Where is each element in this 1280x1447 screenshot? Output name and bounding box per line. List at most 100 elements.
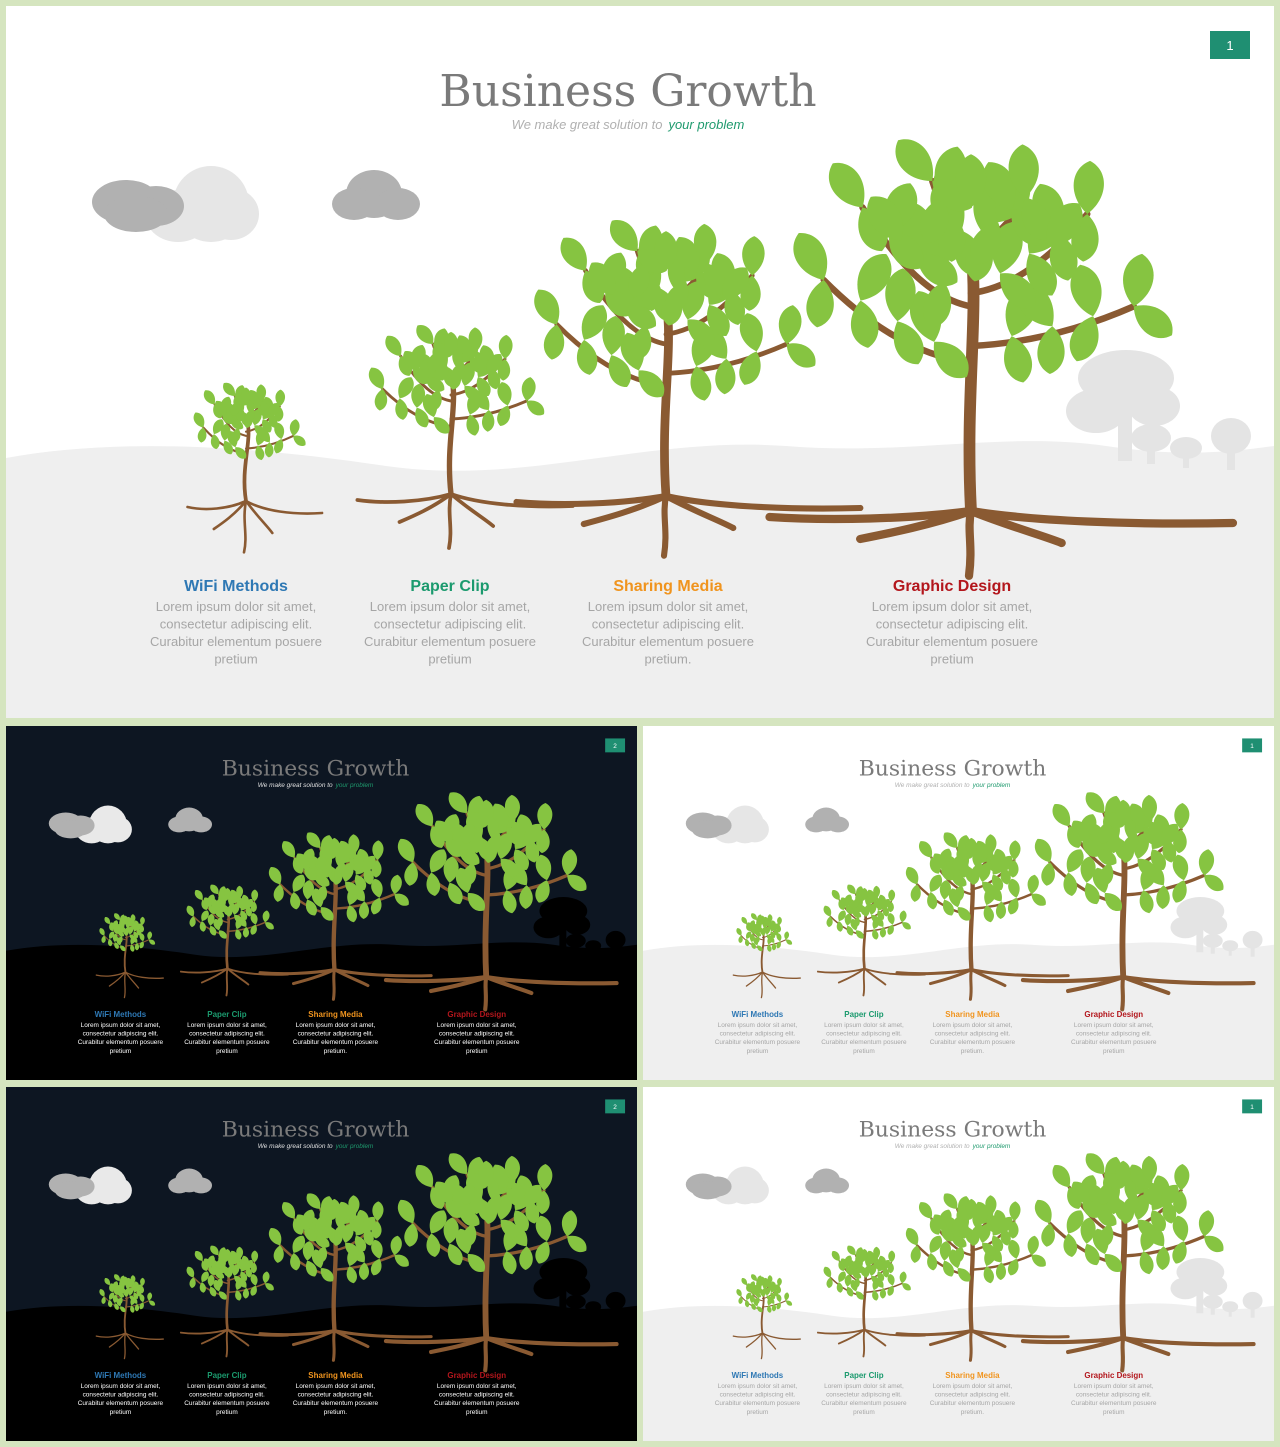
leaf-icon xyxy=(852,897,860,909)
leaf-icon xyxy=(372,1201,384,1221)
item-description-line: Curabitur elementum posuere xyxy=(930,1039,1016,1046)
slide-thumb-light-2[interactable]: 1 Business Growth We make great solution… xyxy=(643,1087,1274,1441)
leaf-icon xyxy=(1156,1246,1170,1270)
leaf-icon xyxy=(1198,1210,1215,1237)
leaf-icon xyxy=(957,907,971,921)
slide-title: Business Growth xyxy=(222,757,410,782)
tree-icon-1 xyxy=(186,382,324,554)
leaf-icon xyxy=(306,832,321,848)
leaf-icon xyxy=(739,351,761,385)
leaf-icon xyxy=(99,1289,105,1297)
leaf-icon xyxy=(362,855,376,873)
item-description-line: consectetur adipiscing elit. xyxy=(439,1031,515,1038)
leaf-icon xyxy=(867,889,875,901)
leaf-icon xyxy=(749,1294,755,1304)
leaf-icon xyxy=(281,1202,296,1219)
leaf-icon xyxy=(130,1275,136,1284)
tree-icon-3 xyxy=(895,1193,1070,1362)
leaf-icon xyxy=(114,913,120,920)
leaf-icon xyxy=(104,917,111,925)
leaf-icon xyxy=(1021,197,1052,241)
leaf-icon xyxy=(608,355,631,388)
leaf-icon xyxy=(224,1249,231,1262)
leaf-icon xyxy=(459,1210,480,1227)
leaf-icon xyxy=(136,1284,143,1292)
leaf-icon xyxy=(777,916,782,926)
leaf-icon xyxy=(497,382,512,406)
leaf-icon xyxy=(370,1258,382,1276)
item-label-1: WiFi Methods xyxy=(732,1371,784,1380)
leaf-icon xyxy=(462,1224,477,1248)
leaf-icon xyxy=(864,1264,872,1274)
item-description-line: Lorem ipsum dolor sit amet, xyxy=(933,1383,1013,1390)
leaf-icon xyxy=(497,405,511,426)
item-description-line: Curabitur elementum posuere xyxy=(866,634,1038,649)
leaf-icon xyxy=(952,853,964,871)
item-description-line: Curabitur elementum posuere xyxy=(364,634,536,649)
leaf-icon xyxy=(235,1290,242,1301)
leaf-icon xyxy=(861,1249,868,1262)
leaf-icon xyxy=(654,231,678,271)
leaf-icon xyxy=(390,874,402,895)
leaf-icon xyxy=(346,1266,357,1284)
leaf-icon xyxy=(1026,253,1057,296)
leaf-icon xyxy=(1008,144,1039,198)
leaf-icon xyxy=(273,884,284,902)
cloud-icon xyxy=(168,807,213,833)
leaf-icon xyxy=(867,196,903,241)
item-description-line: Lorem ipsum dolor sit amet, xyxy=(296,1383,376,1390)
leaf-icon xyxy=(1174,803,1190,830)
slide-thumb-dark-1[interactable]: 2 Business Growth We make great solution… xyxy=(6,726,637,1080)
leaf-icon xyxy=(852,1258,860,1270)
leaf-icon xyxy=(148,1300,156,1306)
leaf-icon xyxy=(638,370,665,398)
leaf-icon xyxy=(416,325,434,345)
leaf-icon xyxy=(358,901,369,920)
leaf-icon xyxy=(1096,1210,1117,1227)
leaf-icon xyxy=(404,1223,418,1247)
leaf-icon xyxy=(398,377,414,399)
leaf-icon xyxy=(140,916,145,926)
leaf-icon xyxy=(1041,862,1055,886)
leaf-icon xyxy=(933,853,947,870)
leaf-icon xyxy=(1008,1239,1020,1259)
item-description-line: Curabitur elementum posuere xyxy=(78,1400,164,1407)
item-description-line: consectetur adipiscing elit. xyxy=(1076,1031,1152,1038)
leaf-icon xyxy=(1052,1165,1071,1188)
item-description-line: consectetur adipiscing elit. xyxy=(876,617,1028,632)
leaf-icon xyxy=(793,233,828,280)
leaf-icon xyxy=(1097,821,1112,844)
leaf-icon xyxy=(201,1271,209,1283)
leaf-icon xyxy=(840,1258,849,1269)
leaf-icon xyxy=(123,1276,128,1286)
leaf-icon xyxy=(445,838,463,857)
leaf-icon xyxy=(240,910,248,920)
page-number-badge xyxy=(605,738,626,753)
item-description-line: pretium. xyxy=(645,652,692,667)
slide-thumb-dark-2[interactable]: 2 Business Growth We make great solution… xyxy=(6,1087,637,1441)
tree-icon-2 xyxy=(179,884,289,997)
leaf-icon xyxy=(1122,1194,1139,1216)
leaf-icon xyxy=(426,872,441,896)
leaf-icon xyxy=(971,1224,983,1240)
leaf-icon xyxy=(895,139,934,182)
leaf-icon xyxy=(1066,849,1084,873)
leaf-icon xyxy=(370,897,382,915)
leaf-icon xyxy=(1084,1243,1100,1266)
slide-large[interactable]: 1 Business Growth We make great solution… xyxy=(6,6,1274,718)
leaf-icon xyxy=(136,923,143,931)
leaf-icon xyxy=(760,915,765,925)
item-description-line: pretium xyxy=(853,1048,875,1055)
leaf-icon xyxy=(1085,1153,1105,1175)
leaf-icon xyxy=(888,889,896,902)
leaf-icon xyxy=(1004,336,1032,383)
page-number: 2 xyxy=(613,743,617,750)
leaf-icon xyxy=(504,1155,520,1183)
leaf-icon xyxy=(397,838,415,863)
item-description-line: Curabitur elementum posuere xyxy=(434,1400,520,1407)
leaf-icon xyxy=(250,912,258,925)
leaf-icon xyxy=(250,924,257,935)
slide-thumb-light-1[interactable]: 1 Business Growth We make great solution… xyxy=(643,726,1274,1080)
leaf-icon xyxy=(289,419,300,436)
